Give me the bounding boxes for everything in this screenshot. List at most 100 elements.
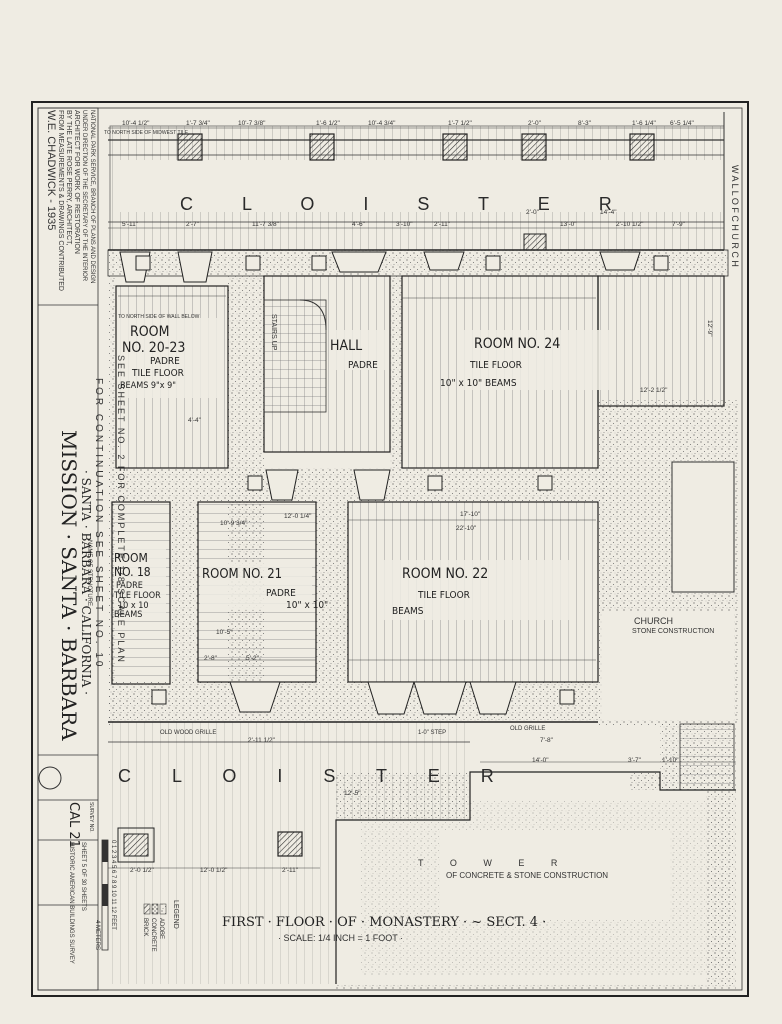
room-20-23-labels: ROOM NO. 20-23 PADRE TILE FLOOR BEAMS 9"… (120, 324, 185, 391)
tower-walls (335, 771, 736, 984)
dim-label: 2'-0 1/2" (130, 867, 154, 874)
dim-label: 5'-11" (122, 221, 139, 228)
survey-no-label: SURVEY NO. (88, 802, 94, 833)
title-strip (37, 107, 99, 991)
dim-label: 7'-8" (540, 737, 554, 744)
tower-title: T O W E R (418, 858, 569, 868)
room-18-l4: BEAMS (114, 610, 142, 620)
scale-bar-ticks: 0 1 2 3 4 5 6 7 8 9 10 11 12 FEET (110, 840, 116, 930)
dim-label: 2'-7" (186, 221, 200, 228)
room-18-l2: TILE FLOOR (113, 591, 161, 601)
scale-bar: 0 1 2 3 4 5 6 7 8 9 10 11 12 FEET 4 METE… (94, 839, 116, 951)
dim-label: 22'-10" (456, 525, 477, 532)
dim-label: 10'-9 3/4" (220, 520, 248, 527)
hall-title: HALL (330, 338, 362, 354)
dim-label: 2'-10 1/2" (616, 221, 644, 228)
room-20-23-number: NO. 20-23 (122, 340, 185, 356)
dim-label: 10'-5" (216, 629, 233, 636)
dim-label: 13'-0" (560, 221, 577, 228)
dim-label: 14'-0" (532, 757, 549, 764)
room-21-l1: PADRE (266, 588, 296, 599)
dim-label: 1'-10" (662, 757, 679, 764)
room-18-title: ROOM (114, 551, 148, 565)
credit-line-1: FROM MEASUREMENTS & DRAWINGS CONTRIBUTED (57, 110, 64, 291)
room-21-title: ROOM NO. 21 (202, 567, 282, 582)
room-22 (347, 501, 599, 683)
room-21 (197, 501, 317, 683)
legend-title: LEGEND (172, 900, 179, 929)
cloister-bottom (108, 721, 735, 984)
dim-label: 12'-0 1/2" (200, 867, 228, 874)
room-20-23-l1: PADRE (150, 356, 180, 367)
dim-label: 6'-5 1/4" (670, 120, 694, 127)
room-22-l2: BEAMS (392, 606, 424, 617)
room-18-labels: ROOM NO. 18 PADRE TILE FLOOR 10 x 10 BEA… (113, 551, 161, 620)
dim-label: 2'-11 1/2" (248, 737, 276, 744)
wall-ref-note: TO NORTH SIDE OF WALL BELOW (118, 314, 200, 320)
dim-label: 12'-2 1/2" (640, 387, 668, 394)
cloister-top (108, 112, 725, 251)
church-sub: STONE CONSTRUCTION (632, 628, 714, 635)
hall-stairs (263, 275, 391, 453)
dim-label: 2'-8" (204, 655, 218, 662)
cloister-bottom-label: C L O I S T E R (118, 766, 512, 786)
sheet-info: SHEET 5 OF 30 SHEETS (80, 842, 86, 911)
dim-label: 12'-0 1/4" (284, 513, 312, 520)
room-21-l2: 10" x 10" (286, 600, 328, 611)
dim-label: 8'-3" (578, 120, 592, 127)
legend-concrete: CONCRETE (150, 918, 156, 952)
plan-title: FIRST · FLOOR · OF · MONASTERY · ~ SECT.… (222, 915, 546, 930)
room-22-labels: ROOM NO. 22 TILE FLOOR BEAMS (392, 566, 488, 617)
dimension-labels: 10'-4 1/2" 1'-7 3/4" 10'-7 3/8" 1'-6 1/2… (122, 120, 713, 874)
credit-line-4: UNDER DIRECTION OF THE SECRETARY OF THE … (81, 110, 87, 282)
column-markers (135, 255, 669, 705)
church-pier (671, 461, 735, 593)
title-strip-text: W.E. CHADWICK - 1935 FROM MEASUREMENTS &… (38, 110, 95, 964)
dim-label: 1'-6 1/4" (632, 120, 656, 127)
credit-line-2: BY THE LATE ROSE PERRY, ARCHITECT, (65, 110, 72, 246)
name-of-structure-label: NAME OF STRUCTURE (86, 540, 92, 606)
dim-label: 2'-11" (282, 867, 299, 874)
hall-padre: PADRE (348, 360, 378, 371)
hab-seal (38, 766, 62, 790)
window-embrasures (119, 251, 641, 715)
dim-label: 11'-7 3/8" (252, 221, 280, 228)
room-18-l1: PADRE (116, 581, 143, 591)
room-22-title: ROOM NO. 22 (402, 566, 488, 582)
dim-label: 2'-11" (434, 221, 451, 228)
legend-brick: BRICK (142, 918, 148, 936)
legend-adobe: ADOBE (158, 918, 164, 939)
dim-label: 3'-7" (628, 757, 642, 764)
room-24-l2: 10" x 10" BEAMS (440, 378, 517, 389)
survey-no: CAL 21 (66, 802, 81, 848)
dim-label: 7'-9" (672, 221, 686, 228)
see-sheet-note: SEE SHEET NO. 2 FOR COMPLETE 1/8 SCALE P… (116, 355, 126, 664)
dim-label: 10'-7 3/8" (238, 120, 266, 127)
dim-label: 12'-9" (706, 320, 713, 337)
dim-label: 1'-6 1/2" (316, 120, 340, 127)
dim-label: 5'-2" (246, 655, 260, 662)
dim-label: 12'-5" (344, 790, 361, 797)
credit-line-3: ARCHITECT FOR WORK OF RESTORATION (73, 110, 80, 254)
hall-labels: HALL PADRE STAIRS UP (270, 314, 378, 371)
room-24 (401, 275, 725, 469)
dim-label: 1'-7 1/2" (448, 120, 472, 127)
top-ref-note: TO NORTH SIDE OF MIDWEST TILE (104, 130, 189, 136)
drawn-by: W.E. CHADWICK - 1935 (45, 110, 57, 230)
room-18-l3: 10 x 10 (118, 601, 149, 611)
room-22-l1: TILE FLOOR (417, 590, 470, 601)
grille-note-2: OLD GRILLE (510, 726, 545, 732)
room-20-23-l2: TILE FLOOR (131, 368, 184, 379)
room-21-labels: ROOM NO. 21 PADRE 10" x 10" (202, 567, 328, 611)
dim-label: 1'-7 3/4" (186, 120, 210, 127)
room-24-labels: ROOM NO. 24 TILE FLOOR 10" x 10" BEAMS (440, 336, 560, 389)
structure-name: MISSION · SANTA · BARBARA (57, 430, 81, 741)
dim-label: 10'-4 1/2" (122, 120, 150, 127)
dim-label: 10'-4 3/4" (368, 120, 396, 127)
dim-label: 4'-6" (352, 221, 366, 228)
tower-sub: OF CONCRETE & STONE CONSTRUCTION (446, 871, 608, 880)
cloister-top-label: C L O I S T E R (180, 194, 634, 214)
scale-bar-meters: 4 METERS (94, 920, 100, 950)
step-note: 1-0" STEP (418, 730, 446, 736)
